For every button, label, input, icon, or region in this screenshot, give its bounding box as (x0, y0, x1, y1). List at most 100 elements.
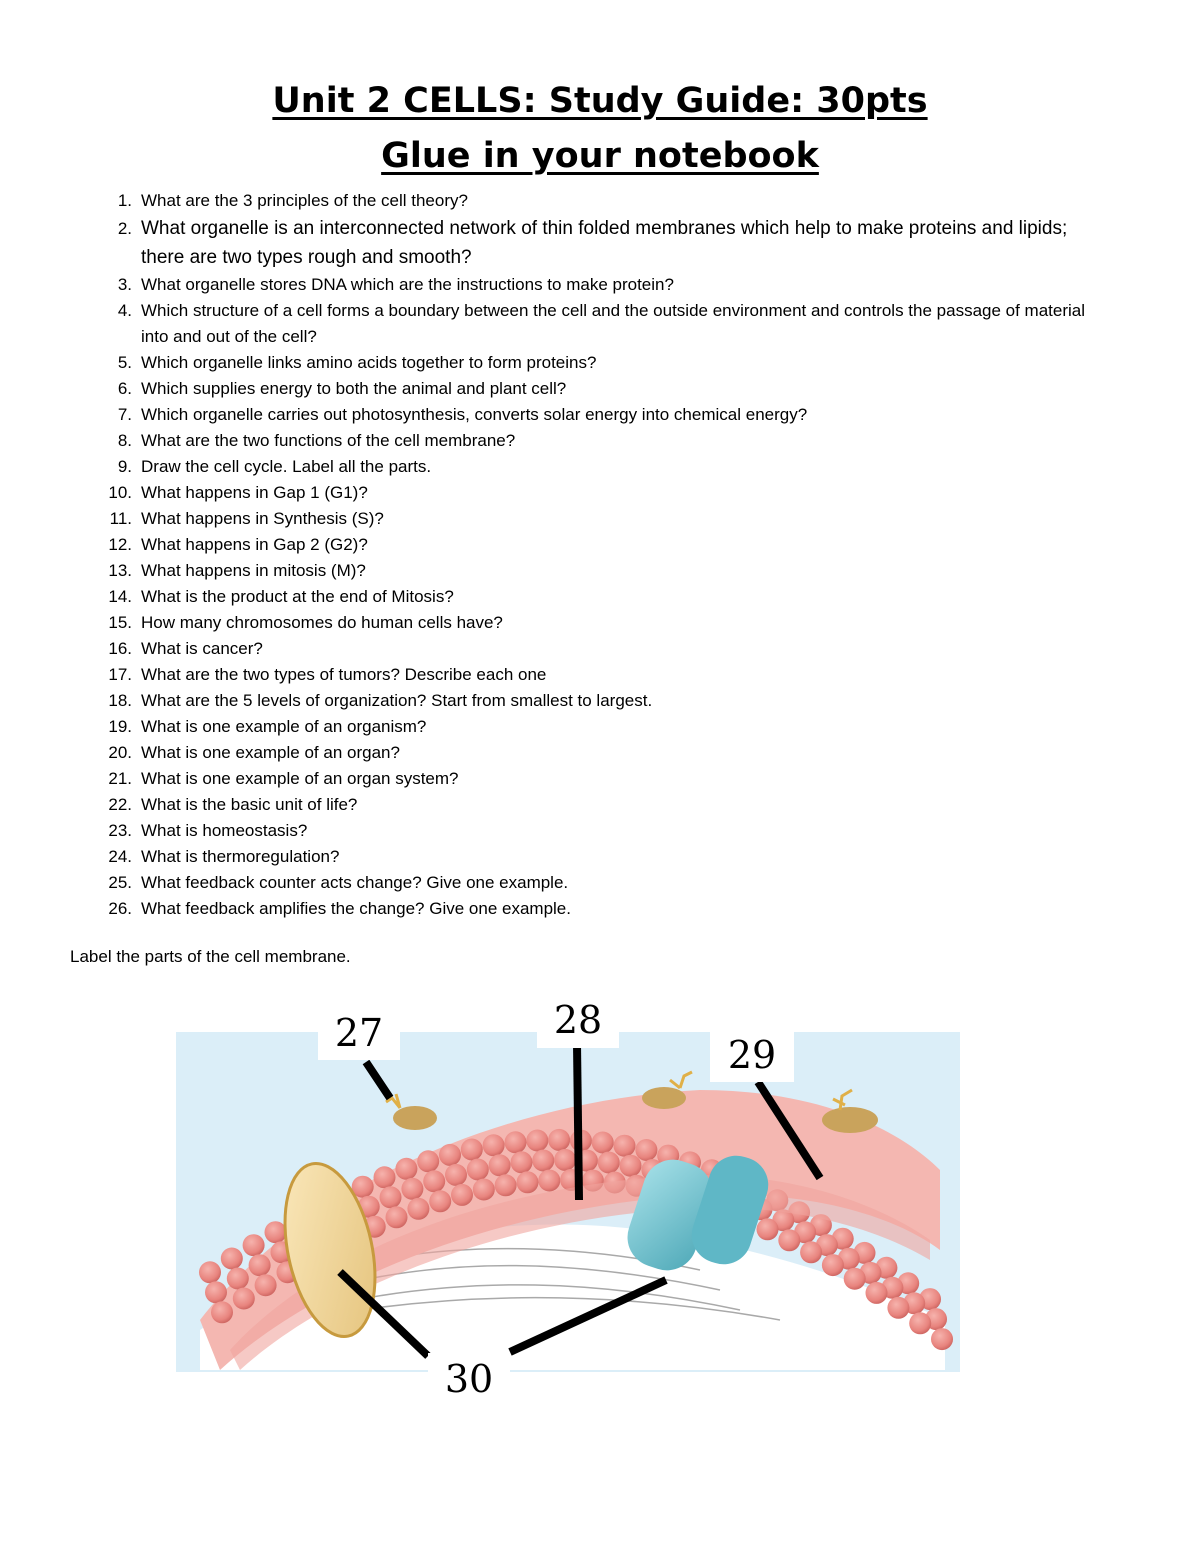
question-item: 11.What happens in Synthesis (S)? (100, 506, 1110, 532)
phospholipid-head (466, 1158, 489, 1181)
phospholipid-head (516, 1171, 539, 1194)
phospholipid-head (395, 1157, 418, 1180)
question-number: 12. (108, 535, 132, 554)
phospholipid-head (401, 1177, 424, 1200)
question-item: 9. Draw the cell cycle. Label all the par… (100, 454, 1110, 480)
phospholipid-head (778, 1229, 801, 1252)
question-item: 15.How many chromosomes do human cells h… (100, 610, 1110, 636)
phospholipid-head (613, 1134, 636, 1157)
question-text: What are the 3 principles of the cell th… (141, 191, 468, 210)
phospholipid-head (423, 1170, 446, 1193)
phospholipid-head (532, 1149, 555, 1172)
phospholipid-head (538, 1169, 561, 1192)
phospholipid-head (248, 1254, 271, 1277)
phospholipid-head (800, 1241, 823, 1264)
phospholipid-head (909, 1312, 932, 1335)
question-text: What are the two types of tumors? Descri… (141, 665, 547, 684)
yellow-membrane-protein (283, 1161, 377, 1339)
question-number: 10. (108, 483, 132, 502)
question-text: What is thermoregulation? (141, 847, 340, 866)
membrane-body (200, 1090, 940, 1370)
question-number: 18. (108, 691, 132, 710)
question-number: 13. (108, 561, 132, 580)
phospholipid-head (865, 1281, 888, 1304)
question-number: 17. (108, 665, 132, 684)
question-text: What happens in Gap 1 (G1)? (141, 483, 368, 502)
question-text: What feedback counter acts change? Give … (141, 873, 569, 892)
question-number: 8. (117, 431, 132, 450)
phospholipid-head (385, 1206, 408, 1229)
question-number: 6. (117, 379, 132, 398)
phospholipid-head (429, 1190, 452, 1213)
phospholipid-head (351, 1175, 374, 1198)
phospholipid-head (211, 1301, 233, 1324)
question-list: 1.What are the 3 principles of the cell … (100, 188, 1110, 922)
question-text: What is homeostasis? (141, 821, 308, 840)
question-number: 26. (108, 899, 132, 918)
question-number: 19. (108, 717, 132, 736)
carbohydrate-chains (385, 1070, 853, 1111)
phospholipid-head (220, 1247, 243, 1270)
question-item: 14. What is the product at the end of Mit… (100, 584, 1110, 610)
phospholipid-head (554, 1148, 577, 1171)
question-item: 8.What are the two functions of the cell… (100, 428, 1110, 454)
question-item: 20.What is one example of an organ? (100, 740, 1110, 766)
question-number: 4. (117, 301, 132, 320)
question-item: 21.What is one example of an organ syste… (100, 766, 1110, 792)
question-item: 1.What are the 3 principles of the cell … (100, 188, 1110, 214)
leader-lines (337, 1043, 824, 1359)
question-item: 5.Which organelle links amino acids toge… (100, 350, 1110, 376)
page-title: Unit 2 CELLS: Study Guide: 30pts (272, 81, 928, 121)
question-number: 22. (108, 795, 132, 814)
question-item: 19.What is one example of an organism? (100, 714, 1110, 740)
question-number: 24. (108, 847, 132, 866)
phospholipid-head (821, 1254, 844, 1277)
phospholipid-head (264, 1221, 287, 1244)
question-item: 7. Which organelle carries out photosynth… (100, 402, 1110, 428)
phospholipid-head (482, 1134, 505, 1157)
question-text: What are the 5 levels of organization? S… (141, 691, 653, 710)
phospholipid-head (199, 1261, 221, 1284)
glycoproteins (393, 1087, 878, 1133)
label-instruction: Label the parts of the cell membrane. (70, 947, 351, 966)
phospholipid-head (504, 1131, 527, 1154)
phospholipid-head (597, 1151, 620, 1174)
question-number: 7. (117, 405, 132, 424)
question-text: Which organelle links amino acids togeth… (141, 353, 597, 372)
question-item: 6.Which supplies energy to both the anim… (100, 376, 1110, 402)
question-number: 16. (108, 639, 132, 658)
question-item: 26.What feedback amplifies the change? G… (100, 896, 1110, 922)
page-subtitle: Glue in your notebook (381, 136, 819, 176)
leader-27 (362, 1059, 394, 1101)
question-item: 12.What happens in Gap 2 (G2)? (100, 532, 1110, 558)
phospholipid-head (635, 1139, 658, 1161)
question-text: Which organelle carries out photosynthes… (141, 405, 808, 424)
leader-28 (573, 1043, 583, 1201)
question-text: Draw the cell cycle. Label all the parts… (141, 457, 432, 476)
question-number: 14. (108, 587, 132, 606)
label-28: 28 (537, 996, 619, 1048)
question-number: 3. (117, 275, 132, 294)
question-item: 22.What is the basic unit of life? (100, 792, 1110, 818)
phospholipid-head (373, 1166, 396, 1189)
question-text: Which structure of a cell forms a bounda… (141, 301, 1086, 346)
phospholipid-head (417, 1150, 440, 1173)
question-text: What happens in Synthesis (S)? (141, 509, 384, 528)
question-text: What is the product at the end of Mitosi… (141, 587, 454, 606)
phospholipid-head (407, 1197, 430, 1220)
question-text: What happens in mitosis (M)? (141, 561, 366, 580)
question-number: 2. (117, 219, 132, 238)
question-text: What is one example of an organ system? (141, 769, 459, 788)
question-text: What organelle is an interconnected netw… (141, 218, 1068, 268)
phospholipid-head (526, 1129, 549, 1152)
question-item: 16.What is cancer? (100, 636, 1110, 662)
phospholipid-head (510, 1151, 533, 1174)
question-item: 24. What is thermoregulation? (100, 844, 1110, 870)
label-27: 27 (318, 1010, 400, 1060)
question-number: 9. (117, 457, 132, 476)
phospholipid-head (205, 1281, 227, 1304)
question-item: 3.What organelle stores DNA which are th… (100, 272, 1110, 298)
phospholipid-head (887, 1296, 910, 1319)
question-item: 25.What feedback counter acts change? Gi… (100, 870, 1110, 896)
